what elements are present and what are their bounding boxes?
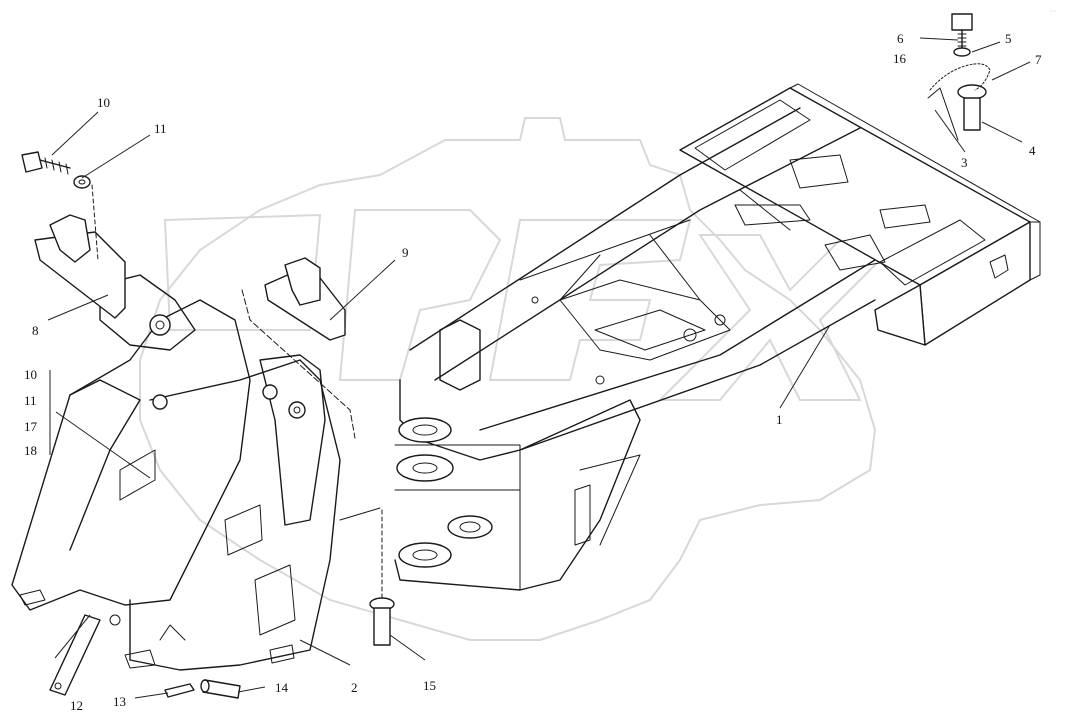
pad-left [34,214,126,319]
callout-17: 17 [24,419,38,434]
callout-16: 16 [893,51,907,66]
leader-lines [47,37,1031,699]
callout-11: 11 [154,121,167,136]
callout-1: 1 [776,412,783,427]
callout-7: 7 [1035,52,1042,67]
callout-12: 12 [70,698,83,713]
corner-mark: ▫° ▫▫▫ [1050,9,1056,13]
pad-right [241,257,356,439]
pin-12 [49,614,101,696]
main-frame [394,83,1041,591]
callouts: 1 2 3 4 5 6 7 8 9 10 11 12 13 14 15 16 1… [24,31,1042,713]
callout-10: 10 [97,95,110,110]
pin-14 [200,679,241,699]
callout-10-group: 10 [24,367,37,382]
bolt-6 [951,13,973,57]
pin-15 [339,507,395,646]
callout-14: 14 [275,680,289,695]
callout-6: 6 [897,31,904,46]
callout-8: 8 [32,323,39,338]
washer-11 [73,175,99,261]
callout-11-group: 11 [24,393,37,408]
callout-2: 2 [351,680,358,695]
pin-4 [927,63,991,141]
callout-4: 4 [1029,143,1036,158]
callout-18: 18 [24,443,37,458]
callout-15: 15 [423,678,436,693]
callout-3: 3 [961,155,968,170]
front-frame [11,274,341,671]
callout-13: 13 [113,694,126,709]
watermark-logo [139,117,913,641]
callout-5: 5 [1005,31,1012,46]
callout-9: 9 [402,245,409,260]
bolt-10 [21,151,71,175]
cotter-13 [164,683,195,698]
